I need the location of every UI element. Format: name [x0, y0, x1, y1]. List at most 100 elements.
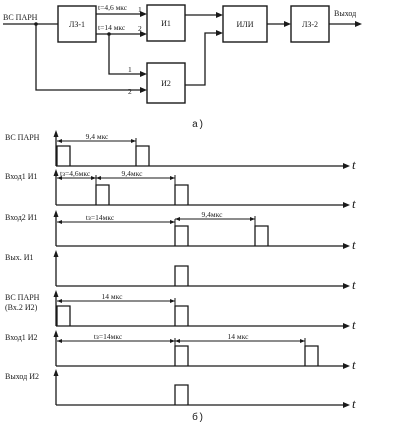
and1-pin-2: 2	[138, 24, 142, 33]
arrow-icon	[216, 30, 223, 36]
timing-row: ВС ПАРН(Вх.2 И2) t 14 мкс	[5, 290, 356, 332]
timing-row: ВС ПАРН t 9,4 мкс	[5, 130, 356, 172]
time-axis-symbol: t	[352, 357, 356, 372]
or-gate-label: ИЛИ	[237, 20, 254, 29]
arrow-icon	[140, 11, 147, 17]
arrow-icon	[140, 71, 147, 77]
and-gate-1-label: И1	[161, 19, 171, 28]
time-dimension: 14 мкс	[175, 332, 306, 346]
row-label: Выход И2	[5, 372, 39, 381]
time-axis-symbol: t	[352, 317, 356, 332]
pulse	[174, 345, 189, 366]
arrow-icon	[140, 31, 147, 37]
dimension-arrow-icon	[57, 176, 62, 180]
pulse	[174, 225, 189, 246]
and1-pin-1: 1	[138, 5, 142, 14]
dimension-arrow-icon	[175, 217, 180, 221]
time-axis-arrow-icon	[343, 363, 350, 369]
time-axis-arrow-icon	[343, 323, 350, 329]
dimension-arrow-icon	[170, 299, 175, 303]
dimension-label: 9,4 мкс	[86, 132, 109, 141]
arrow-icon	[355, 21, 362, 27]
and-gate-1-block	[146, 4, 186, 42]
tap-2-branch-line	[108, 34, 143, 75]
time-dimension: tз=4,6мкс	[57, 169, 97, 185]
delay-line-2-label: ЛЗ-2	[302, 20, 318, 29]
y-axis-arrow-icon	[53, 250, 59, 257]
timing-row: Вход2 И1 t tз=14мкс 9,4мкс	[5, 210, 356, 252]
dimension-arrow-icon	[96, 176, 101, 180]
time-axis-symbol: t	[352, 396, 356, 411]
dimension-arrow-icon	[175, 339, 180, 343]
time-axis-arrow-icon	[343, 243, 350, 249]
pulse	[135, 145, 150, 166]
delay-line-1-label: ЛЗ-1	[69, 20, 85, 29]
time-axis-symbol: t	[352, 196, 356, 211]
dimension-arrow-icon	[170, 220, 175, 224]
time-axis-arrow-icon	[343, 163, 350, 169]
row-label: Вход2 И1	[5, 213, 38, 222]
y-axis-arrow-icon	[53, 369, 59, 376]
output-label: Выход	[334, 9, 356, 18]
y-axis-arrow-icon	[53, 330, 59, 337]
and-gate-2-block	[146, 62, 186, 104]
and2-to-or-line	[185, 32, 219, 86]
dimension-label: tз=14мкс	[86, 213, 115, 222]
time-dimension: 9,4мкс	[96, 169, 176, 185]
y-axis-arrow-icon	[53, 169, 59, 176]
row-label: ВС ПАРН	[5, 293, 40, 302]
arrow-icon	[140, 87, 147, 93]
time-axis-arrow-icon	[343, 202, 350, 208]
timing-row: Выход И2 t	[5, 369, 356, 411]
time-axis-symbol: t	[352, 237, 356, 252]
and2-pin-2: 2	[128, 87, 132, 96]
pulse	[56, 305, 71, 326]
tap-2-label: t=14 мкс	[98, 23, 126, 32]
and2-pin-1: 1	[128, 65, 132, 74]
time-axis-symbol: t	[352, 277, 356, 292]
and-gate-2-label: И2	[161, 79, 171, 88]
pulse	[254, 225, 269, 246]
row-label: ВС ПАРН	[5, 133, 40, 142]
dimension-arrow-icon	[250, 217, 255, 221]
dimension-label: 9,4мкс	[122, 169, 144, 178]
pulse	[174, 265, 189, 286]
y-axis-arrow-icon	[53, 210, 59, 217]
caption-a: а)	[192, 119, 204, 131]
dimension-arrow-icon	[57, 339, 62, 343]
pulse	[174, 384, 189, 405]
pulse	[174, 305, 189, 326]
time-dimension: 9,4 мкс	[57, 132, 137, 146]
dimension-label: 14 мкс	[102, 292, 124, 301]
time-axis-arrow-icon	[343, 402, 350, 408]
dimension-label: 14 мкс	[228, 332, 250, 341]
time-dimension: 9,4мкс	[175, 210, 256, 226]
arrow-icon	[284, 21, 291, 27]
time-dimension: tз=14мкс	[57, 332, 176, 346]
dimension-arrow-icon	[57, 299, 62, 303]
row-label-secondary: (Вх.2 И2)	[5, 303, 38, 312]
time-dimension: tз=14мкс	[57, 213, 176, 226]
time-axis-symbol: t	[352, 157, 356, 172]
block-diagram: ВС ПАРН ЛЗ-1 t=4,6 мкс 1 t=14 мкс 2 1 2 …	[3, 3, 362, 131]
dimension-arrow-icon	[300, 339, 305, 343]
row-label: Вход1 И1	[5, 172, 38, 181]
or-gate-block	[222, 5, 268, 43]
time-dimension: 14 мкс	[57, 292, 176, 306]
input-branch-line	[35, 24, 143, 91]
row-label: Вход1 И2	[5, 333, 38, 342]
row-label: Вых. И1	[5, 253, 34, 262]
dimension-arrow-icon	[91, 176, 96, 180]
dimension-label: 9,4мкс	[202, 210, 224, 219]
y-axis-arrow-icon	[53, 290, 59, 297]
dimension-arrow-icon	[131, 139, 136, 143]
arrow-icon	[216, 12, 223, 18]
dimension-arrow-icon	[170, 176, 175, 180]
dimension-label: tз=4,6мкс	[60, 169, 91, 178]
delay-line-1-block	[57, 5, 97, 43]
y-axis-arrow-icon	[53, 130, 59, 137]
timing-row: Вых. И1 t	[5, 250, 356, 292]
